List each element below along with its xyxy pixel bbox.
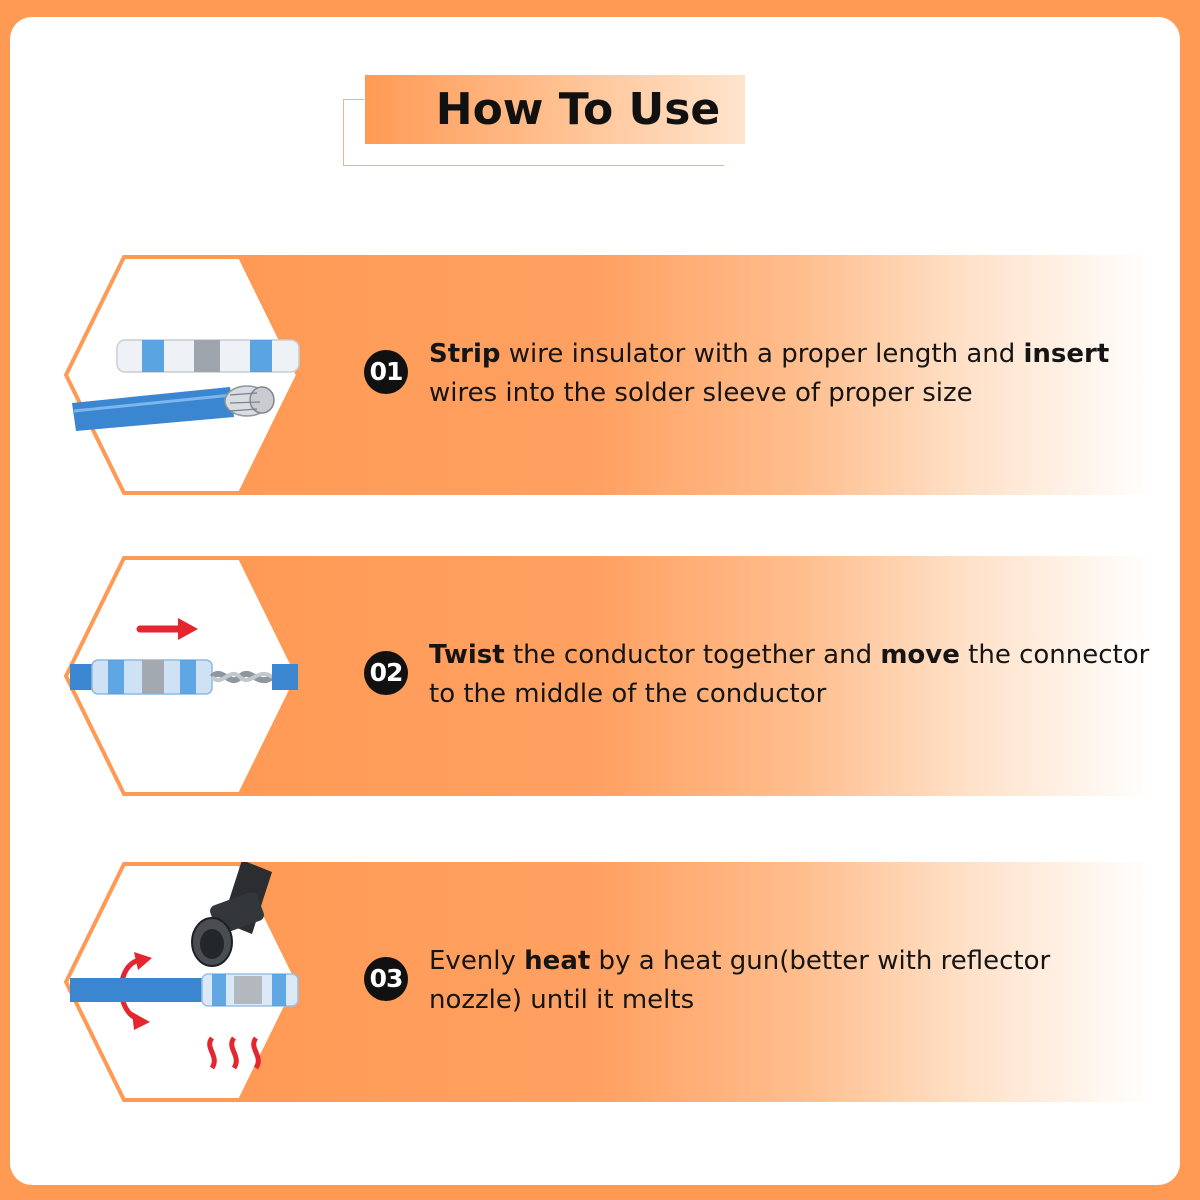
step-description: Evenly heat by a heat gun(better with re… bbox=[429, 942, 1169, 1020]
bold-word: heat bbox=[524, 946, 591, 976]
bold-word: Strip bbox=[429, 339, 501, 369]
text-span: wires into the solder sleeve of proper s… bbox=[429, 378, 973, 408]
bold-word: Twist bbox=[429, 640, 505, 670]
twisted-conductor-icon bbox=[63, 556, 301, 796]
step-1: 01 Strip wire insulator with a proper le… bbox=[62, 255, 1152, 495]
text-span: wire insulator with a proper length and bbox=[500, 339, 1024, 369]
title-banner: How To Use bbox=[343, 75, 745, 167]
step-line: nozzle) until it melts bbox=[429, 981, 1169, 1020]
text-span: nozzle) until it melts bbox=[429, 985, 695, 1015]
text-span: the conductor together and bbox=[504, 640, 881, 670]
main-panel: How To Use 01 Strip wire insulator with … bbox=[10, 17, 1180, 1185]
page-title: How To Use bbox=[435, 84, 721, 135]
step-2: 02 Twist the conductor together and move… bbox=[62, 556, 1152, 796]
step-description: Strip wire insulator with a proper lengt… bbox=[429, 335, 1169, 413]
step-number-badge: 03 bbox=[364, 957, 408, 1001]
step-line: Strip wire insulator with a proper lengt… bbox=[429, 335, 1169, 374]
bold-word: move bbox=[880, 640, 960, 670]
step-description: Twist the conductor together and move th… bbox=[429, 636, 1169, 714]
step-number-badge: 02 bbox=[364, 651, 408, 695]
step-line: Twist the conductor together and move th… bbox=[429, 636, 1169, 675]
step-line: wires into the solder sleeve of proper s… bbox=[429, 374, 1169, 413]
title-background bbox=[365, 75, 745, 144]
step-number-badge: 01 bbox=[364, 350, 408, 394]
step-line: to the middle of the conductor bbox=[429, 675, 1169, 714]
heat-gun-icon bbox=[63, 862, 301, 1102]
text-span: Evenly bbox=[429, 946, 525, 976]
step-3: 03 Evenly heat by a heat gun(better with… bbox=[62, 862, 1152, 1102]
title-decoration bbox=[343, 99, 724, 166]
text-span: by a heat gun(better with reflector bbox=[590, 946, 1051, 976]
text-span: the connector bbox=[959, 640, 1150, 670]
step-line: Evenly heat by a heat gun(better with re… bbox=[429, 942, 1169, 981]
text-span: to the middle of the conductor bbox=[429, 679, 827, 709]
wire-and-solder-sleeve-icon bbox=[63, 255, 301, 495]
bold-word: insert bbox=[1023, 339, 1110, 369]
